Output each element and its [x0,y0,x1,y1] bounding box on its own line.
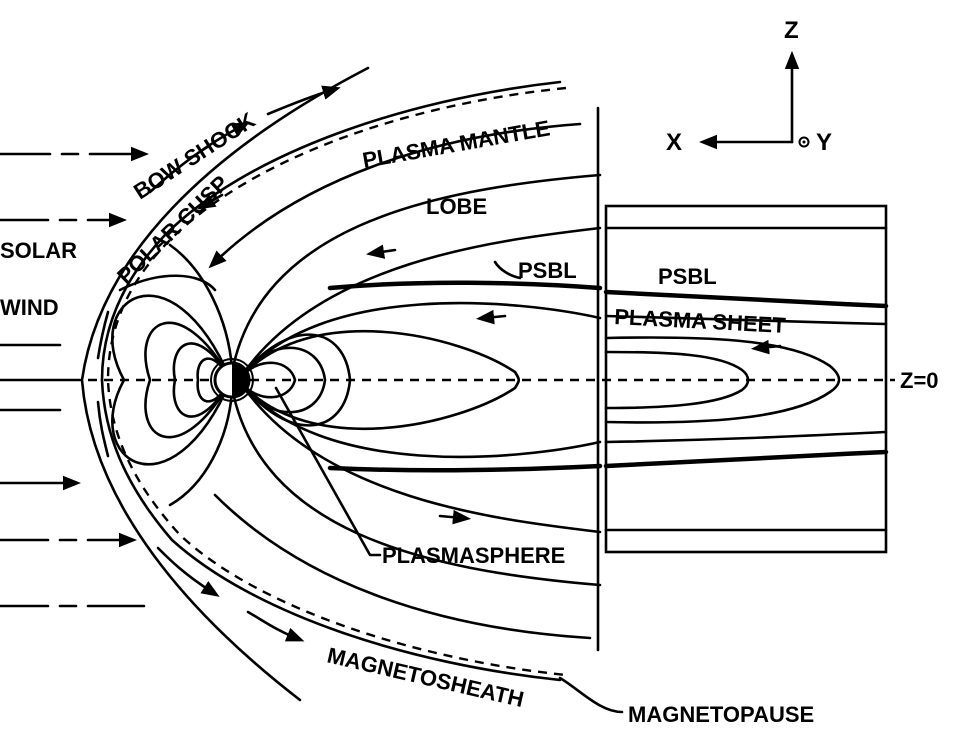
coordinate-axes: Z X Y [666,17,832,156]
solar-wind-arrows [0,146,150,608]
leader-lines [274,260,624,714]
tail-inset [603,204,889,554]
axis-z-label: Z [784,17,799,44]
z-equals-zero-label: Z=0 [900,368,939,393]
axis-x-label: X [666,129,682,156]
field-line-arrows [197,193,507,525]
plasma-mantle-lines [208,122,592,640]
psbl-right-label: PSBL [658,264,717,289]
plasmasphere-label: PLASMASPHERE [382,543,565,568]
earth [210,358,254,402]
plasma-sheet-label: PLASMA SHEET [614,304,787,338]
axis-y-label: Y [816,129,832,156]
bow-shock-label: BOW SHOCK [129,107,260,204]
magnetosheath-flow-arrows [96,85,341,642]
y-axis-out-of-page-icon [798,136,810,148]
bow-shock-curve [80,66,370,702]
wind-label: WIND [0,295,59,320]
lobe-label: LOBE [426,194,487,219]
polar-cusp-label: POLAR CUSP [112,170,233,288]
psbl-heavy-lines [327,280,603,473]
dayside-field-lines [111,294,234,466]
labels: BOW SHOCK POLAR CUSP PLASMA MANTLE LOBE … [0,107,939,727]
magnetosheath-label: MAGNETOSHEATH [325,643,526,713]
tail-inset-frame [604,204,888,554]
cusp-field-lines [118,243,234,507]
magnetopause-label: MAGNETOPAUSE [628,702,814,727]
plasma-mantle-label: PLASMA MANTLE [361,115,552,173]
psbl-left-label: PSBL [518,258,577,283]
solar-label: SOLAR [0,238,77,263]
